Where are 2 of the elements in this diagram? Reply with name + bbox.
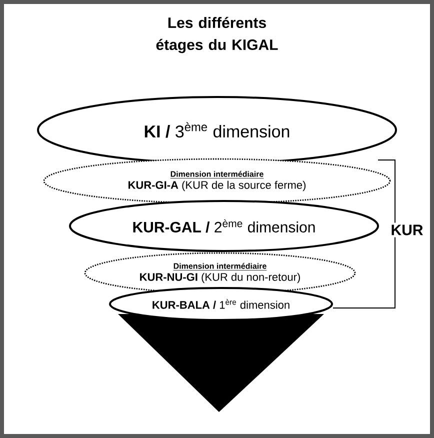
bracket-label: KUR xyxy=(388,222,426,238)
title: Les différents étages du KIGAL xyxy=(156,16,278,54)
